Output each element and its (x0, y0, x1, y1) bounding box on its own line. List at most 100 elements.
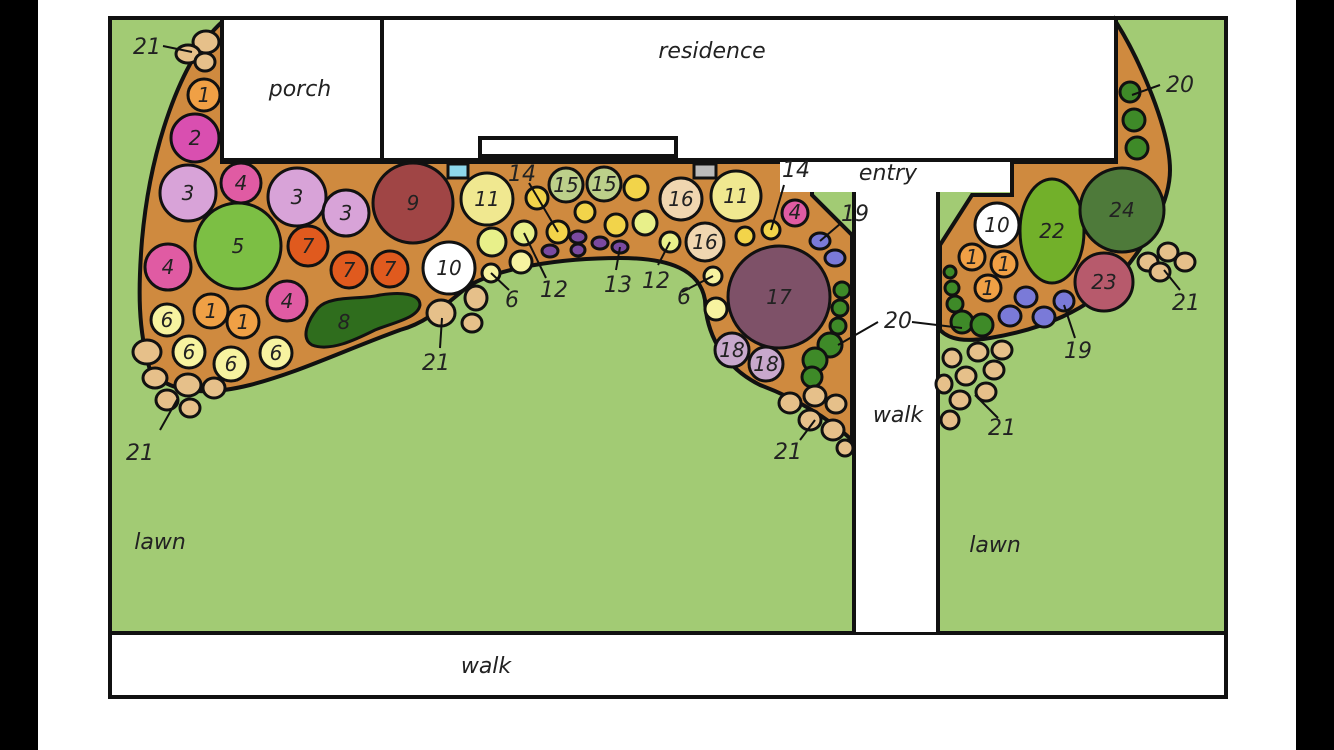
plant-15 (585, 165, 623, 203)
num-3: 3 (182, 181, 195, 205)
num-11: 11 (474, 187, 499, 211)
label-walk-side: walk (873, 403, 925, 428)
stone-21 (835, 438, 855, 458)
stone-21 (939, 409, 961, 431)
num-7: 7 (384, 257, 397, 281)
plant-10 (421, 240, 477, 296)
left-bed-plants (131, 29, 855, 458)
stone-21 (178, 397, 202, 419)
plant-19 (1052, 289, 1076, 313)
plant-20 (1118, 80, 1142, 104)
stone-21 (460, 312, 484, 334)
callout-19: 19 (1064, 339, 1092, 364)
num-9: 9 (407, 191, 420, 215)
num-1: 1 (198, 83, 211, 107)
num-7: 7 (302, 234, 315, 258)
num-15: 15 (553, 173, 578, 197)
label-walk-bottom: walk (461, 654, 513, 679)
num-1: 1 (998, 252, 1011, 276)
plant-7 (286, 224, 330, 268)
num-22: 22 (1039, 219, 1064, 243)
num-10: 10 (436, 256, 461, 280)
stone-21 (934, 373, 954, 395)
plant-5 (193, 201, 283, 291)
vent-icon (692, 162, 718, 180)
stone-21 (201, 376, 227, 400)
stone-21 (966, 341, 990, 363)
plant-20 (800, 365, 824, 389)
num-6: 6 (270, 341, 283, 365)
callout-21: 21 (133, 35, 161, 60)
callout-20: 20 (1166, 73, 1194, 98)
num-4: 4 (789, 200, 802, 224)
stone-21 (974, 381, 998, 403)
num-4: 4 (235, 171, 248, 195)
plant-number-labels: 1 2 3 4 3 3 9 5 4 7 7 7 10 6 1 1 4 6 6 6… (161, 83, 1135, 376)
plant-16 (684, 221, 726, 263)
plant-18 (747, 345, 785, 383)
plant-20 (942, 264, 958, 280)
plant-19 (1031, 305, 1057, 329)
plant-13 (540, 243, 560, 259)
plant-1 (973, 273, 1003, 303)
plant-20 (949, 309, 975, 335)
plant-23 (1073, 251, 1135, 313)
stone-21 (820, 418, 846, 442)
plant-20 (832, 280, 852, 300)
plant-19 (1013, 285, 1039, 309)
plant-7 (370, 249, 410, 289)
num-3: 3 (291, 185, 304, 209)
num-1: 1 (205, 299, 218, 323)
window-well-icon (446, 162, 470, 180)
num-1: 1 (982, 276, 995, 300)
plant-6 (703, 296, 729, 322)
callout-12: 12 (540, 278, 568, 303)
plant-6 (258, 335, 294, 371)
stone-21 (463, 284, 489, 312)
num-6: 6 (183, 340, 196, 364)
stone-21 (990, 339, 1014, 361)
plant-12 (476, 226, 508, 258)
entry-area (780, 162, 1010, 192)
stone-21 (802, 384, 828, 408)
num-6: 6 (225, 352, 238, 376)
num-15: 15 (591, 172, 616, 196)
callout-13: 13 (604, 273, 632, 298)
num-7: 7 (343, 258, 356, 282)
plant-12 (631, 209, 659, 237)
plant-20 (1121, 107, 1147, 133)
plant-4 (265, 279, 309, 323)
plant-20 (830, 298, 850, 318)
stone-21 (954, 365, 978, 387)
entry-step (478, 136, 678, 158)
num-8: 8 (338, 310, 351, 334)
label-lawn-left: lawn (134, 530, 186, 555)
callout-6: 6 (505, 288, 519, 313)
callout-labels: 21 21 21 6 12 14 13 12 6 14 19 20 21 20 … (126, 35, 1200, 466)
plant-1 (225, 304, 261, 340)
stone-21 (941, 347, 963, 369)
stone-21 (131, 338, 163, 366)
plant-13 (569, 242, 587, 258)
plant-14 (603, 212, 629, 238)
num-1: 1 (966, 245, 979, 269)
plant-14 (622, 174, 650, 202)
num-11: 11 (723, 184, 748, 208)
stone-21 (141, 366, 169, 390)
callout-21: 21 (988, 416, 1016, 441)
plant-17 (726, 244, 832, 350)
num-2: 2 (189, 126, 202, 150)
num-4: 4 (162, 255, 175, 279)
leader-lines (159, 45, 1181, 441)
plant-1 (192, 292, 230, 330)
num-5: 5 (232, 234, 245, 258)
plant-6 (212, 345, 250, 383)
callout-21: 21 (1172, 291, 1200, 316)
num-1: 1 (237, 310, 250, 334)
plant-1 (989, 249, 1019, 279)
plant-24 (1078, 166, 1166, 254)
stone-21 (824, 393, 848, 415)
plant-13 (590, 235, 610, 251)
